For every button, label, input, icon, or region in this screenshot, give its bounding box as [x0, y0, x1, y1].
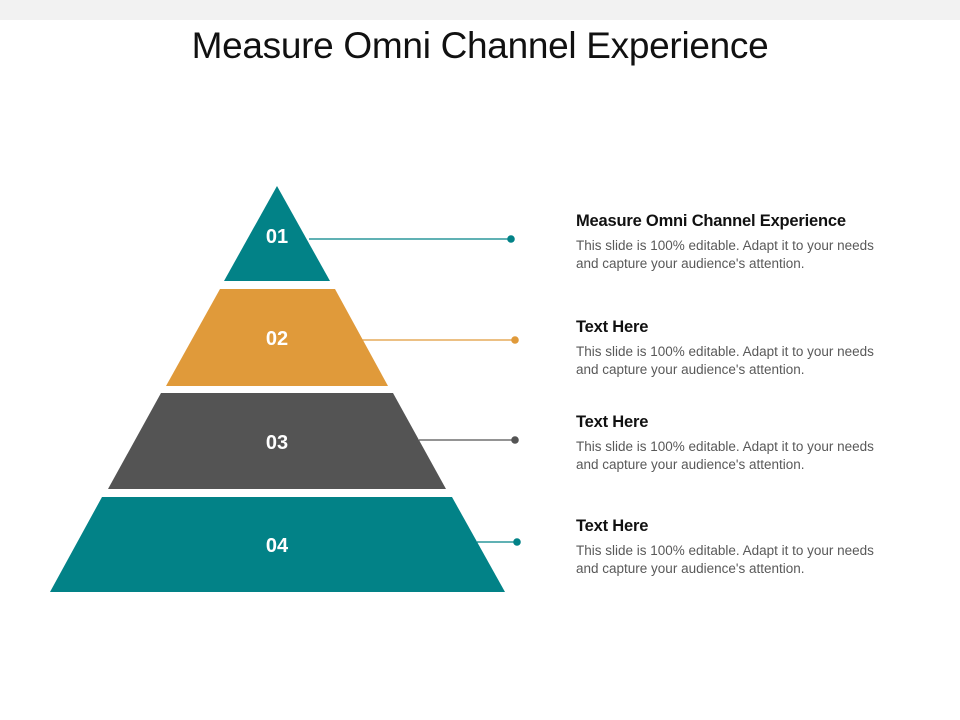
item-4: Text Here This slide is 100% editable. A… [576, 516, 916, 578]
tier-2-number: 02 [266, 328, 288, 350]
item-3: Text Here This slide is 100% editable. A… [576, 412, 916, 474]
tier-4-shape [50, 497, 505, 592]
item-1-heading: Measure Omni Channel Experience [576, 212, 846, 230]
tier-2-connector-dot [511, 336, 519, 344]
pyramid-tier-4: 04 [50, 497, 521, 592]
tier-4-connector-dot [513, 538, 521, 546]
item-1-body: This slide is 100% editable. Adapt it to… [576, 238, 874, 271]
item-3-heading: Text Here [576, 413, 649, 431]
tier-4-number: 04 [266, 535, 289, 557]
tier-3-shape [108, 393, 446, 489]
tier-2-shape [166, 289, 388, 386]
slide-title: Measure Omni Channel Experience [191, 25, 769, 66]
item-4-body: This slide is 100% editable. Adapt it to… [576, 543, 874, 576]
tier-1-connector-dot [507, 235, 515, 243]
item-2-body: This slide is 100% editable. Adapt it to… [576, 344, 874, 377]
tier-3-number: 03 [266, 432, 288, 454]
item-3-body: This slide is 100% editable. Adapt it to… [576, 439, 874, 472]
item-2: Text Here This slide is 100% editable. A… [576, 317, 916, 379]
tier-3-connector-dot [511, 436, 519, 444]
pyramid-tier-2: 02 [166, 289, 519, 386]
top-band [0, 0, 960, 20]
tier-1-number: 01 [266, 226, 288, 248]
item-1: Measure Omni Channel Experience This sli… [576, 211, 916, 273]
item-2-heading: Text Here [576, 318, 649, 336]
item-4-heading: Text Here [576, 517, 649, 535]
pyramid-tier-1: 01 [224, 186, 515, 281]
pyramid-tier-3: 03 [108, 393, 519, 489]
tier-1-shape [224, 186, 330, 281]
